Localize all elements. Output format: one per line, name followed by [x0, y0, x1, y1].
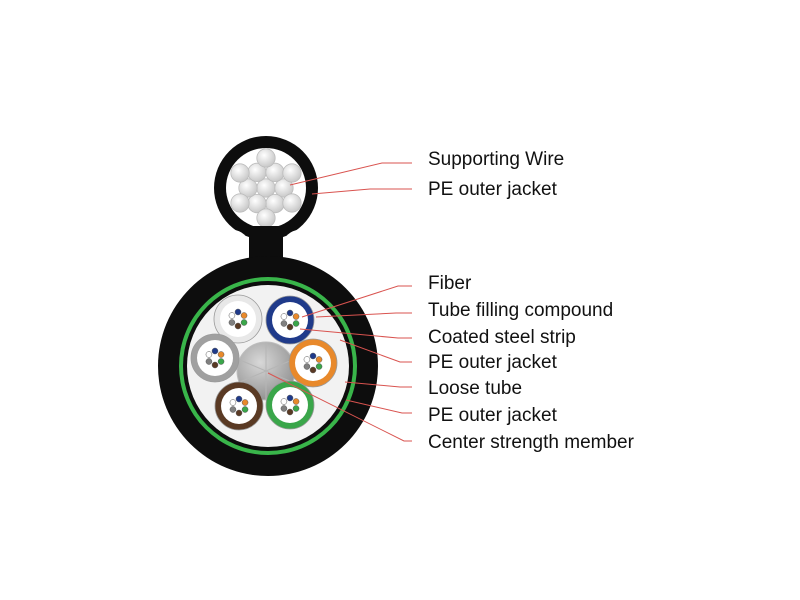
leader-line-loose-tube	[344, 381, 412, 388]
fiber	[309, 366, 317, 374]
fiber	[315, 356, 323, 363]
leader-line-coated-steel-strip	[299, 328, 412, 339]
tube-filling-compound	[272, 387, 308, 423]
leader-lines	[267, 162, 412, 442]
center-strength-member-texture	[239, 342, 293, 400]
label-supporting-wire: Supporting Wire	[428, 149, 565, 170]
tube-filling-compound	[220, 301, 256, 337]
wire-strand	[256, 208, 276, 228]
wire-strand	[230, 163, 250, 183]
fiber	[292, 320, 300, 327]
leader-line-pe-outer-jacket-1	[339, 339, 412, 363]
fiber	[217, 358, 225, 365]
leader-line-supporting-wire	[289, 162, 412, 186]
loose-tube-white	[213, 294, 263, 344]
fiber	[241, 406, 249, 413]
loose-tube-orange	[288, 338, 338, 388]
label-fiber: Fiber	[428, 273, 472, 294]
fiber	[229, 406, 237, 413]
fiber	[280, 398, 288, 405]
fiber	[235, 409, 243, 417]
fiber	[205, 351, 213, 358]
wire-strand	[256, 148, 276, 168]
wire-strand	[282, 193, 302, 213]
fiber	[217, 351, 225, 358]
tube-filling-compound	[272, 302, 308, 338]
fiber	[241, 399, 249, 406]
messenger-wire-section	[214, 136, 318, 240]
fiber	[211, 347, 219, 355]
main-cable-section	[158, 256, 378, 476]
fiber	[315, 363, 323, 370]
fiber	[309, 352, 317, 360]
fiber	[286, 408, 294, 416]
loose-tube-green	[265, 380, 315, 430]
fiber	[292, 405, 300, 412]
fiber	[286, 323, 294, 331]
supporting-wire-strands	[230, 148, 302, 228]
label-pe-outer-jacket-top: PE outer jacket	[428, 179, 557, 200]
fiber	[303, 363, 311, 370]
fiber	[286, 394, 294, 402]
fiber	[240, 312, 248, 319]
fiber	[286, 309, 294, 317]
wire-strand	[230, 193, 250, 213]
leader-line-fiber	[301, 285, 412, 318]
loose-tube-brown	[214, 381, 264, 431]
wire-strand	[238, 178, 258, 198]
label-loose-tube: Loose tube	[428, 378, 523, 399]
fiber	[280, 320, 288, 327]
fiber	[235, 395, 243, 403]
leader-line-tube-filling-compound	[315, 312, 412, 318]
fiber	[234, 322, 242, 330]
loose-tube-grey	[190, 333, 240, 383]
loose-tubes	[190, 294, 338, 431]
fiber	[228, 312, 236, 319]
fiber	[234, 308, 242, 316]
wire-strand	[274, 178, 294, 198]
wire-strand	[282, 163, 302, 183]
fiber	[240, 319, 248, 326]
neck-gap-left	[217, 230, 249, 262]
label-pe-outer-jacket-1: PE outer jacket	[428, 352, 557, 373]
label-tube-filling-compound: Tube filling compound	[428, 300, 614, 321]
loose-tube-blue	[265, 295, 315, 345]
leader-line-pe-outer-jacket-2	[345, 399, 412, 414]
neck-gap-right	[283, 230, 315, 262]
leader-line-pe-outer-jacket-top	[311, 188, 412, 195]
fiber	[280, 405, 288, 412]
fiber	[292, 313, 300, 320]
leader-line-center-strength-member	[267, 372, 412, 442]
label-center-strength-member: Center strength member	[428, 432, 634, 453]
fiber	[211, 361, 219, 369]
fiber	[229, 399, 237, 406]
fiber	[205, 358, 213, 365]
label-pe-outer-jacket-2: PE outer jacket	[428, 405, 557, 426]
fiber	[228, 319, 236, 326]
fiber	[280, 313, 288, 320]
tube-filling-compound	[295, 345, 331, 381]
fiber	[292, 398, 300, 405]
tube-filling-compound	[197, 340, 233, 376]
label-coated-steel-strip: Coated steel strip	[428, 327, 576, 348]
tube-filling-compound	[221, 388, 257, 424]
fiber	[303, 356, 311, 363]
